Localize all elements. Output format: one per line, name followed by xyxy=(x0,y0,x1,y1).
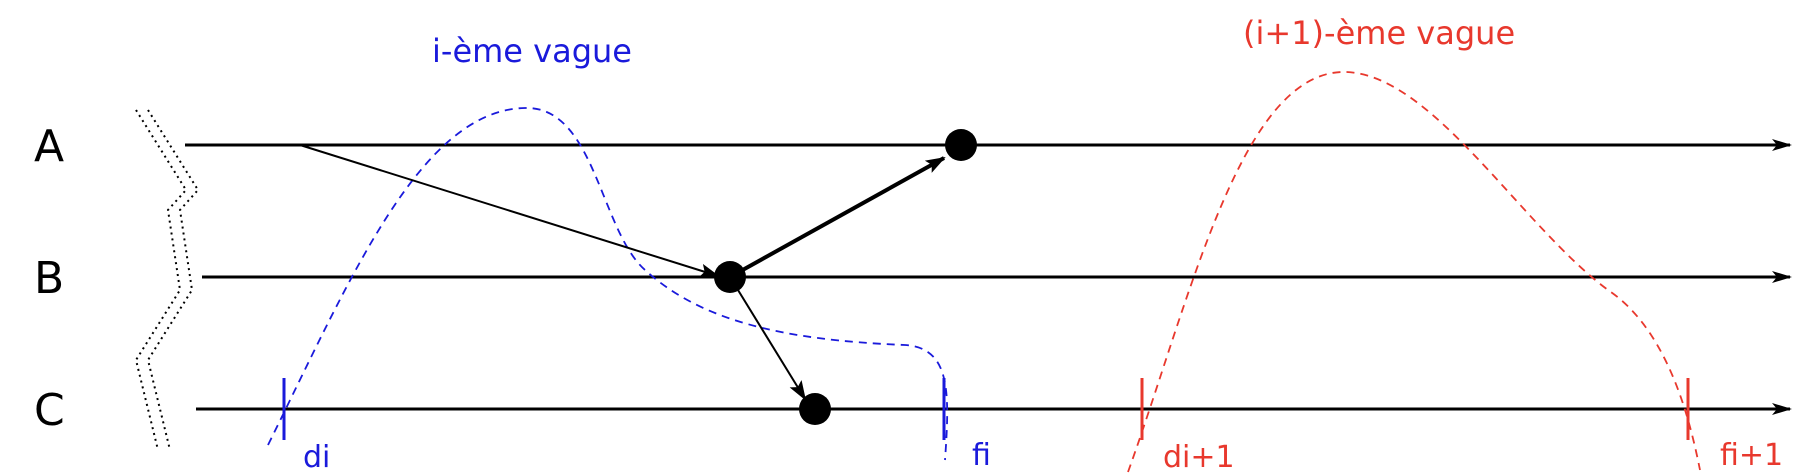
cut-mark xyxy=(134,109,200,451)
process-label-c: C xyxy=(34,385,65,436)
wave-i-curve xyxy=(267,107,949,461)
process-label-b: B xyxy=(34,253,64,304)
message-a-to-b xyxy=(299,144,720,278)
message-b-to-c xyxy=(729,276,807,401)
event-dot-a xyxy=(945,129,977,161)
wave-i-start-label: di xyxy=(303,440,330,475)
event-dot-c xyxy=(799,393,831,425)
wave-i1-start-label: di+1 xyxy=(1163,440,1235,475)
wave-i-end-label: fi xyxy=(972,438,991,473)
wave-i1-curve xyxy=(1127,71,1701,473)
event-dot-b xyxy=(714,261,746,293)
wave-i-title: i-ème vague xyxy=(432,32,632,70)
process-label-a: A xyxy=(34,121,64,172)
wave-i1-title: (i+1)-ème vague xyxy=(1243,14,1515,52)
wave-i1-end-label: fi+1 xyxy=(1720,438,1783,473)
message-b-to-a xyxy=(729,156,946,279)
